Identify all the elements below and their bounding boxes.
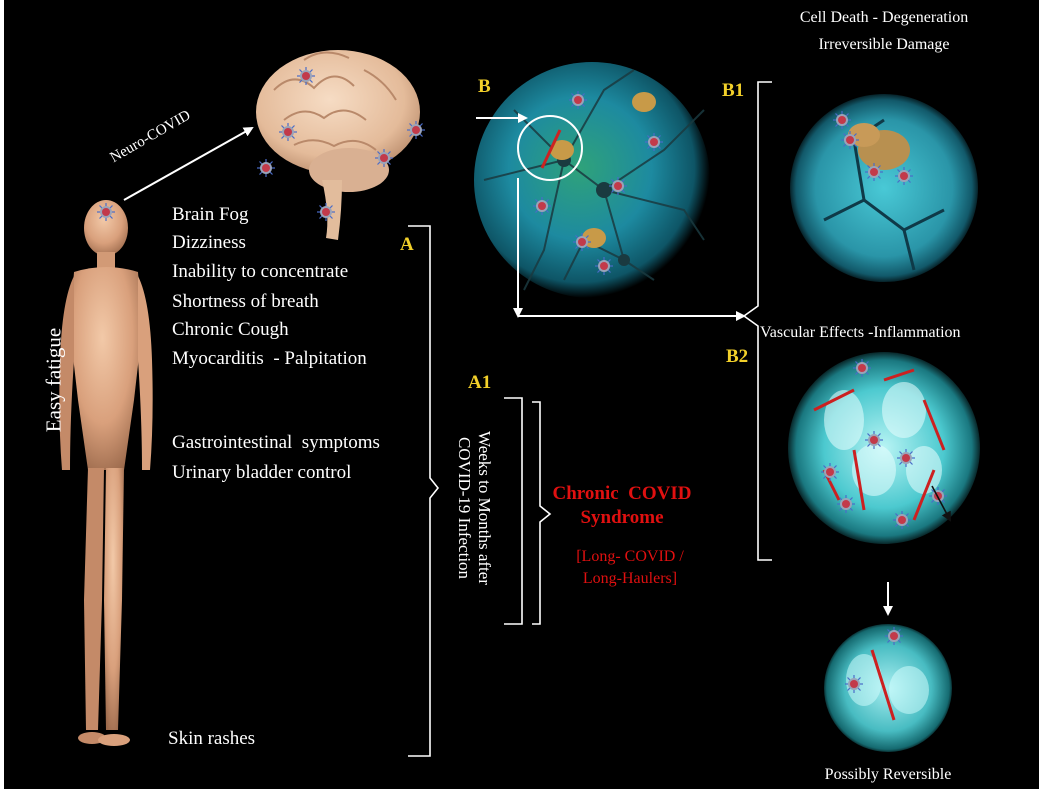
symptom-gastrointestinal: Gastrointestinal symptoms bbox=[172, 432, 380, 454]
timeline-line-2: COVID-19 Infection bbox=[454, 431, 474, 585]
reversible-vessel-icon bbox=[824, 624, 952, 752]
symptom-dizziness: Dizziness bbox=[172, 232, 246, 254]
symptom-brain-fog: Brain Fog bbox=[172, 204, 249, 226]
brain-icon bbox=[256, 50, 425, 240]
syndrome-sub-line-1: [Long- COVID / bbox=[576, 546, 684, 568]
caption-b1-line-2: Irreversible Damage bbox=[800, 31, 968, 58]
syndrome-title-line-1: Chronic COVID bbox=[553, 482, 692, 506]
diagram-graphics bbox=[4, 0, 1039, 789]
b1-b2-bracket bbox=[744, 82, 772, 560]
caption-b1-line-1: Cell Death - Degeneration bbox=[800, 4, 968, 31]
label-a: A bbox=[400, 234, 414, 256]
symptom-skin-rashes: Skin rashes bbox=[168, 728, 255, 750]
syndrome-sub-line-2: Long-Haulers] bbox=[576, 568, 684, 590]
symptom-concentration: Inability to concentrate bbox=[172, 261, 348, 283]
neuron-damage-icon bbox=[790, 94, 978, 282]
blood-vessel-icon bbox=[788, 352, 980, 544]
label-b2: B2 bbox=[726, 346, 748, 368]
bracket-a bbox=[408, 226, 438, 756]
symptom-urinary: Urinary bladder control bbox=[172, 462, 351, 484]
side-label-easy-fatigue: Easy fatigue bbox=[42, 328, 67, 432]
label-b1: B1 bbox=[722, 80, 744, 102]
symptom-shortness-of-breath: Shortness of breath bbox=[172, 291, 319, 313]
symptom-myocarditis: Myocarditis - Palpitation bbox=[172, 348, 367, 370]
timeline-line-1: Weeks to Months after bbox=[474, 431, 494, 585]
syndrome-title: Chronic COVID Syndrome bbox=[553, 482, 692, 530]
neuron-network-icon bbox=[474, 62, 710, 298]
caption-bottom: Possibly Reversible bbox=[825, 766, 952, 784]
diagram-canvas: Easy fatigue Neuro-COVID Brain Fog Dizzi… bbox=[4, 0, 1039, 789]
timeline-text: Weeks to Months after COVID-19 Infection bbox=[454, 431, 494, 585]
label-a1: A1 bbox=[468, 372, 491, 394]
human-body-icon bbox=[59, 200, 152, 746]
label-b: B bbox=[478, 76, 491, 98]
caption-b2: Vascular Effects -Inflammation bbox=[760, 324, 961, 342]
syndrome-title-line-2: Syndrome bbox=[553, 506, 692, 530]
symptom-chronic-cough: Chronic Cough bbox=[172, 319, 289, 341]
syndrome-subtitle: [Long- COVID / Long-Haulers] bbox=[576, 546, 684, 590]
caption-b1: Cell Death - Degeneration Irreversible D… bbox=[800, 4, 968, 58]
bracket-syndrome bbox=[532, 402, 550, 624]
bracket-a1 bbox=[504, 398, 522, 624]
